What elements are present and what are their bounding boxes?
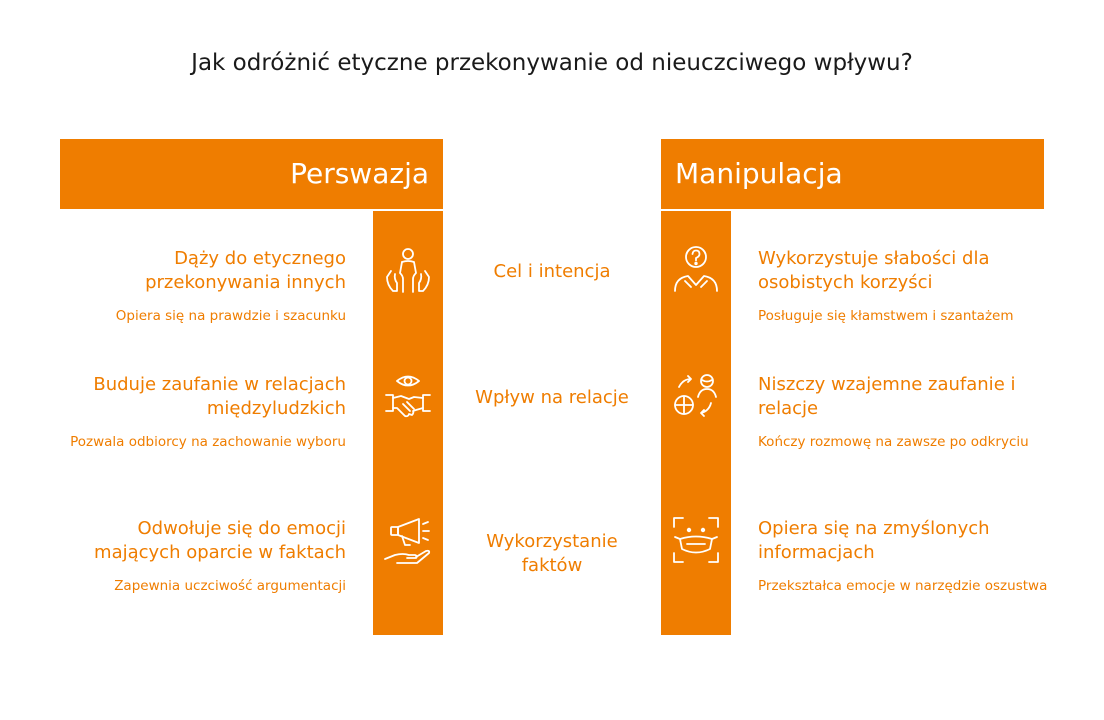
persuasion-row-2-title: Buduje zaufanie w relacjach międzyludzki… xyxy=(93,374,346,419)
question-person-icon xyxy=(671,245,721,295)
manipulation-icon-column xyxy=(661,211,731,635)
manipulation-row-3-title: Opiera się na zmyślonych informacjach xyxy=(758,518,990,563)
criterion-1-label: Cel i intencja xyxy=(493,261,611,282)
page-title: Jak odróżnić etyczne przekonywanie od ni… xyxy=(191,50,913,76)
criterion-3-label: Wykorzystanie faktów xyxy=(486,531,618,576)
persuasion-row-1-title: Dąży do etycznego przekonywania innych xyxy=(145,248,346,293)
manipulation-row-2-title: Niszczy wzajemne zaufanie i relacje xyxy=(758,374,1016,419)
manipulation-row-1-desc: Posługuje się kłamstwem i szantażem xyxy=(758,308,1014,324)
persuasion-header: Perswazja xyxy=(60,139,443,209)
criterion-2-label: Wpływ na relacje xyxy=(475,387,629,408)
masked-face-icon xyxy=(671,515,721,565)
persuasion-row-3-desc: Zapewnia uczciwość argumentacji xyxy=(114,578,346,594)
megaphone-hand-icon xyxy=(383,515,433,565)
manipulation-header: Manipulacja xyxy=(661,139,1044,209)
exchange-people-icon xyxy=(671,371,721,421)
manipulation-row-3-desc: Przekształca emocje w narzędzie oszustwa xyxy=(758,578,1048,594)
persuasion-row-3-title: Odwołuje się do emocji mających oparcie … xyxy=(94,518,346,563)
person-hands-icon xyxy=(383,245,433,295)
manipulation-row-2-desc: Kończy rozmowę na zawsze po odkryciu xyxy=(758,434,1029,450)
persuasion-row-2-desc: Pozwala odbiorcy na zachowanie wyboru xyxy=(70,434,346,450)
eye-handshake-icon xyxy=(383,371,433,421)
persuasion-icon-column xyxy=(373,211,443,635)
manipulation-row-1-title: Wykorzystuje słabości dla osobistych kor… xyxy=(758,248,990,293)
persuasion-row-1-desc: Opiera się na prawdzie i szacunku xyxy=(115,308,346,324)
